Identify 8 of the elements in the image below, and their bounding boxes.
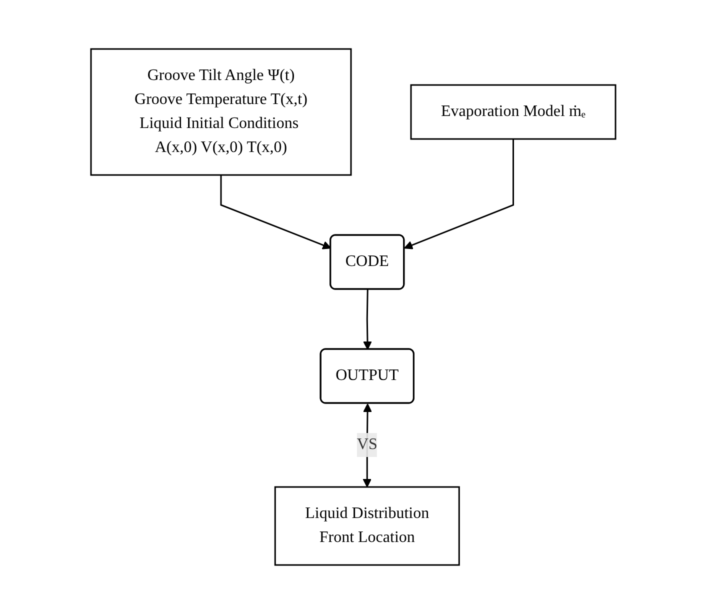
arrow (220, 174, 332, 249)
arrow (404, 138, 514, 249)
arrow (362, 403, 372, 487)
node-box (90, 48, 352, 176)
node-box (410, 84, 616, 140)
arrow (363, 288, 372, 350)
node-box (274, 486, 460, 566)
flowchart-diagram: VS Groove Tilt Angle Ψ(t) Groove Temperature T(x,t) Liquid Initial Conditions A(x,0) V(x,0) T(x,0) Evaporation Model ṁₑ CODE OUTPUT Liquid Distribution Front Location (83, 40, 624, 572)
